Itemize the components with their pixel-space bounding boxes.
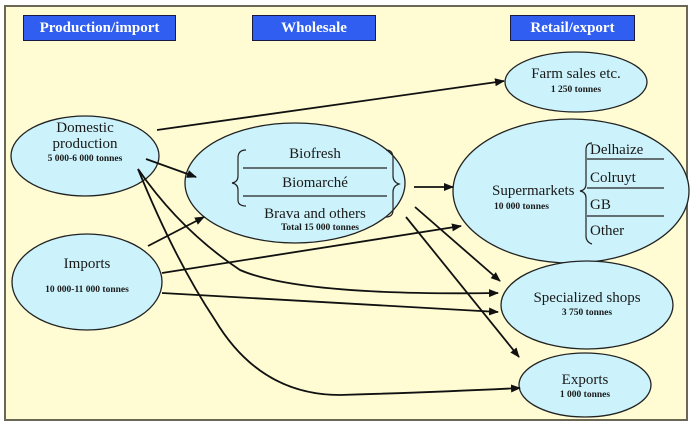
wholesale-amount: Total 15 000 tonnes bbox=[280, 223, 360, 233]
flow-imports-to-supermarkets bbox=[161, 223, 462, 274]
header-production-import: Production/import bbox=[23, 15, 176, 41]
specialized-shops-title: Specialized shops bbox=[533, 290, 641, 306]
node-specialized-shops bbox=[500, 260, 674, 350]
wholesale-item-biofresh: Biofresh bbox=[289, 146, 341, 162]
node-imports bbox=[11, 233, 163, 331]
wholesale-right-brace bbox=[385, 149, 401, 218]
domestic-title-line2: production bbox=[52, 136, 118, 152]
node-farm-sales bbox=[504, 51, 648, 113]
supermarket-chain-gb: GB bbox=[590, 197, 611, 213]
specialized-shops-amount: 3 750 tonnes bbox=[561, 308, 613, 318]
domestic-title-line1: Domestic bbox=[56, 120, 114, 136]
supermarkets-amount: 10 000 tonnes bbox=[494, 202, 549, 212]
exports-title: Exports bbox=[561, 372, 609, 388]
flow-imports-to-wholesale bbox=[147, 216, 205, 247]
domestic-amount: 5 000-6 000 tonnes bbox=[47, 154, 123, 164]
node-domestic-production bbox=[10, 115, 160, 197]
supermarket-chain-other: Other bbox=[590, 223, 625, 239]
wholesale-item-brava: Brava and others bbox=[264, 206, 366, 222]
flow-imports-to-specialized bbox=[161, 292, 499, 316]
wholesale-left-brace bbox=[231, 149, 247, 207]
header-retail-export: Retail/export bbox=[510, 15, 635, 41]
flow-domestic-to-wholesale bbox=[145, 158, 197, 178]
flow-domestic-to-exports bbox=[137, 168, 521, 396]
flow-wholesale-to-specialized bbox=[414, 206, 501, 282]
exports-amount: 1 000 tonnes bbox=[559, 390, 611, 400]
imports-amount: 10 000-11 000 tonnes bbox=[45, 285, 129, 295]
flow-domestic-to-farm-sales bbox=[156, 78, 505, 131]
flow-wholesale-to-exports bbox=[405, 216, 520, 358]
flow-domestic-to-specialized bbox=[137, 168, 499, 298]
supermarkets-title: Supermarkets bbox=[492, 183, 575, 199]
farm-sales-amount: 1 250 tonnes bbox=[550, 85, 602, 95]
farm-sales-title: Farm sales etc. bbox=[531, 66, 621, 82]
header-wholesale: Wholesale bbox=[252, 15, 376, 41]
imports-title: Imports bbox=[63, 256, 111, 272]
node-wholesale bbox=[184, 122, 406, 244]
supermarket-chain-delhaize: Delhaize bbox=[590, 142, 644, 158]
supermarket-chain-colruyt: Colruyt bbox=[590, 170, 636, 186]
supermarkets-brace bbox=[579, 142, 593, 245]
wholesale-item-biomarche: Biomarché bbox=[282, 175, 348, 191]
